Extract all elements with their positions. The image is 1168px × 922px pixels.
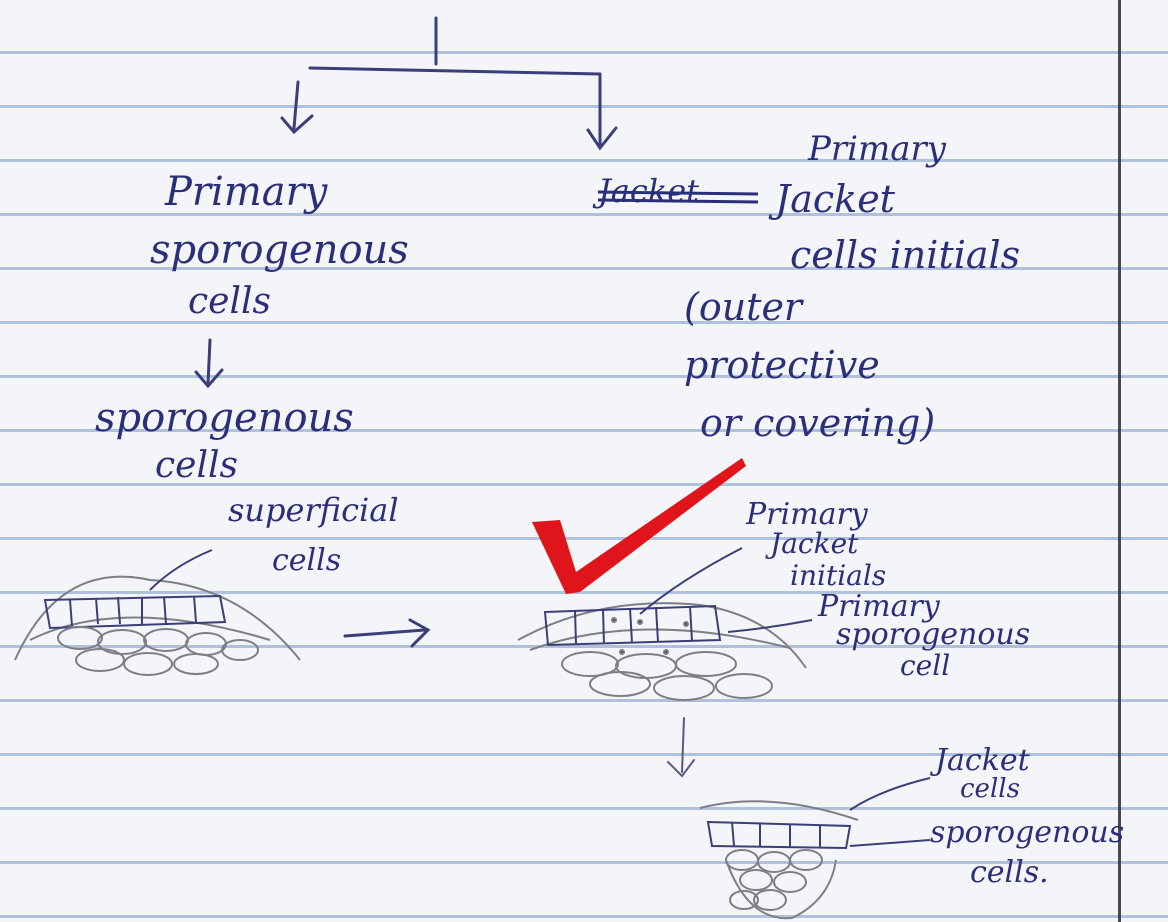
diagram-primary-jacket-2: Jacket xyxy=(770,530,858,558)
diagram-primary-sporogenous-3: cell xyxy=(900,652,950,680)
left-cells-label: cells xyxy=(188,284,271,320)
left-result-sporogenous: sporogenous xyxy=(95,398,354,438)
right-primary-label: Primary xyxy=(808,132,946,166)
bottom-sporogenous-cells-label: cells. xyxy=(970,858,1049,888)
superficial-cells-label: cells xyxy=(272,546,341,576)
right-protective-label: protective xyxy=(684,346,880,384)
bottom-sporogenous-label: sporogenous xyxy=(930,818,1124,848)
right-outer-label: (outer xyxy=(684,288,802,326)
bottom-jacket-label: Jacket xyxy=(935,746,1030,776)
crossed-out-word: Jacket xyxy=(598,175,699,207)
right-jacket-label: Jacket xyxy=(775,180,895,218)
left-result-cells: cells xyxy=(155,448,238,484)
right-covering-label: or covering) xyxy=(700,404,935,442)
superficial-label: superficial xyxy=(228,494,399,526)
diagram-primary-jacket-3: initials xyxy=(790,562,886,590)
left-primary-label: Primary xyxy=(165,172,327,212)
diagram-primary-jacket-1: Primary xyxy=(746,500,868,530)
right-cells-initials-label: cells initials xyxy=(790,236,1020,274)
bottom-jacket-cells-label: cells xyxy=(960,776,1020,802)
diagram-primary-sporogenous-2: sporogenous xyxy=(836,620,1030,650)
left-sporogenous-label: sporogenous xyxy=(150,230,409,270)
